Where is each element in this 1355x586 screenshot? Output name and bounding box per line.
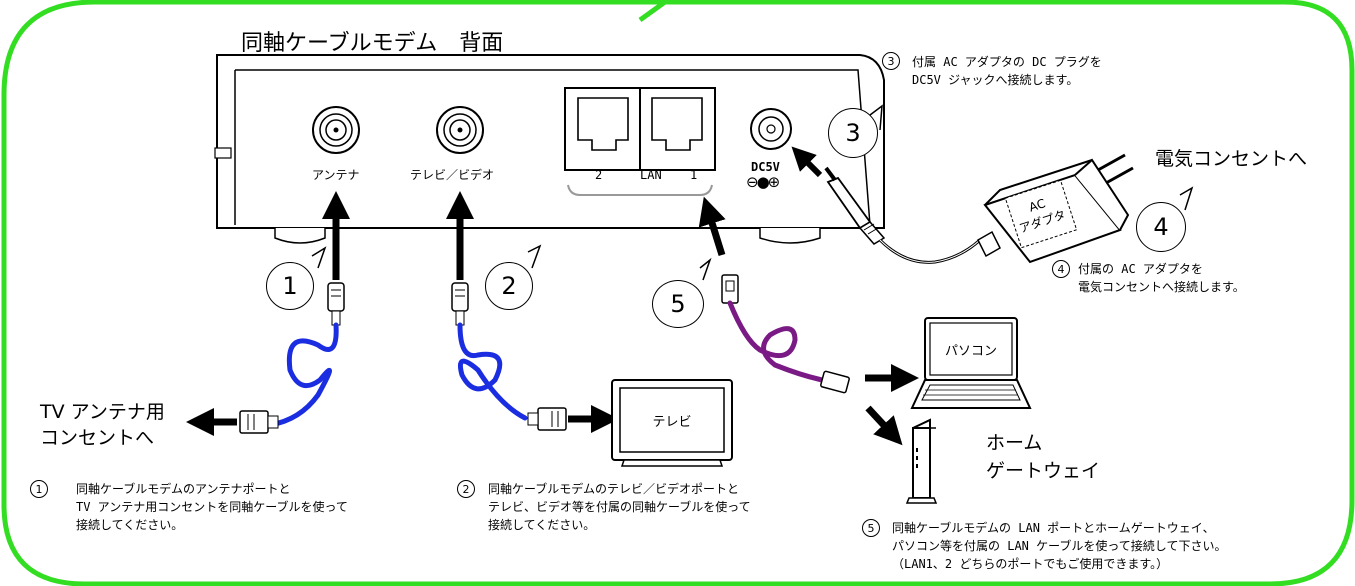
note-1: 同軸ケーブルモデムのアンテナポートと TV アンテナ用コンセントを同軸ケーブルを… <box>76 482 348 532</box>
tv-screen-label: テレビ <box>652 414 692 430</box>
note-circle-3: 3 <box>882 52 900 70</box>
ac-adapter-drawing <box>977 153 1134 264</box>
note-circle-2: 2 <box>457 480 475 498</box>
note-5: 同軸ケーブルモデムの LAN ポートとホームゲートウェイ、 パソコン等を付属の … <box>892 521 1227 571</box>
note-2: 同軸ケーブルモデムのテレビ／ビデオポートと テレビ、ビデオ等を付属の同軸ケーブル… <box>488 482 751 532</box>
arrow-to-gateway <box>865 405 903 446</box>
step-circle-5: 5 <box>652 280 704 328</box>
modem-body <box>214 54 885 244</box>
step-circle-4: 4 <box>1136 202 1186 252</box>
step-circle-2: 2 <box>485 262 533 310</box>
lan-ports <box>564 87 716 196</box>
arrow-3 <box>791 146 823 178</box>
coax-cable-1 <box>267 322 339 428</box>
note-4: 付属の AC アダプタを 電気コンセントへ接続します。 <box>1078 262 1245 294</box>
lan-plug-bottom <box>820 370 850 394</box>
tv-video-port-connector <box>436 106 484 154</box>
lan-cable <box>727 300 825 383</box>
laptop-drawing <box>910 317 1032 409</box>
lan-port-1-label: 1 <box>690 168 698 182</box>
home-gateway-drawing <box>905 418 938 504</box>
lan-plug-top <box>721 274 739 304</box>
outlet-label: 電気コンセントへ <box>1155 148 1308 170</box>
tv-drawing <box>611 379 733 467</box>
pc-screen-label: パソコン <box>944 343 997 359</box>
note-circle-1: 1 <box>30 480 48 498</box>
polarity-symbol: ⊖●⊕ <box>746 173 780 191</box>
tv-video-port-label: テレビ／ビデオ <box>410 168 495 182</box>
note-circle-4: 4 <box>1052 260 1070 278</box>
home-gateway-label: ホーム ゲートウェイ <box>986 432 1101 482</box>
note-circle-5: 5 <box>862 519 880 537</box>
coax-plug-1 <box>327 282 345 326</box>
dc-cord-inner <box>879 239 981 263</box>
antenna-port-label: アンテナ <box>312 168 360 182</box>
arrow-5 <box>698 196 726 257</box>
dc5v-label: DC5V <box>751 160 780 174</box>
coax-plug-tv <box>527 407 567 431</box>
lan-port-2-label: 2 <box>595 168 603 182</box>
note-3: 付属 AC アダプタの DC プラグを DC5V ジャックへ接続します。 <box>912 55 1102 87</box>
step-circle-3: 3 <box>828 108 878 158</box>
page-title: 同軸ケーブルモデム 背面 <box>241 31 504 56</box>
dc-plug <box>824 166 886 245</box>
antenna-port-connector <box>312 106 360 154</box>
tv-antenna-outlet-label: TV アンテナ用 コンセントへ <box>40 401 165 449</box>
dc-jack <box>750 108 792 150</box>
step-circle-1: 1 <box>266 262 314 310</box>
coax-plug-outlet <box>239 410 279 434</box>
coax-plug-2 <box>451 282 469 326</box>
lan-port-text-label: LAN <box>640 168 662 182</box>
coax-cable-2 <box>457 322 528 421</box>
